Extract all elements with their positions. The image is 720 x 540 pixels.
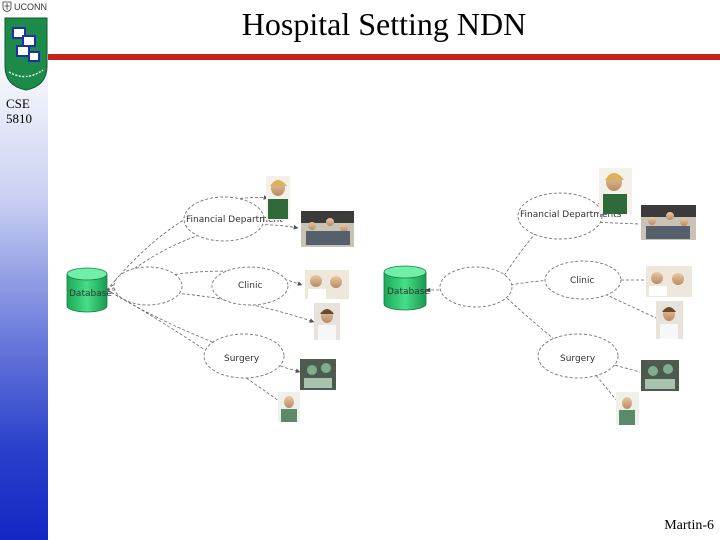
left-clouds (113, 196, 289, 379)
right-database: Database (383, 265, 430, 311)
title-underline (48, 54, 720, 60)
course-code: CSE 5810 (6, 96, 32, 126)
left-diagram: Database Financial Department Clinic Sur… (66, 195, 315, 407)
photo-surgeon-right (616, 392, 639, 425)
photo-finance-meeting-right (641, 205, 696, 240)
left-node-clinic: Clinic (238, 281, 262, 291)
left-database: Database (66, 267, 112, 313)
course-line-1: CSE (6, 96, 30, 111)
photo-financial-worker-left (266, 176, 290, 220)
university-brand: UCONN (2, 1, 47, 12)
course-line-2: 5810 (6, 111, 32, 126)
slide-footer: Martin-6 (664, 518, 714, 533)
right-diagram: Database Financial Departments Clinic Su… (383, 192, 657, 403)
photo-clinic-doctor-right (656, 301, 683, 339)
photo-surgery-room-left (300, 359, 336, 390)
photo-financial-worker-right (599, 168, 632, 214)
photo-clinic-exam-left (305, 270, 349, 299)
photo-clinic-exam-right (646, 266, 692, 297)
photo-clinic-doctor-left (314, 303, 340, 340)
left-database-label: Database (69, 289, 112, 299)
right-node-clinic: Clinic (570, 276, 594, 286)
right-database-label: Database (387, 287, 430, 297)
photo-surgery-room-right (641, 360, 679, 391)
seal-icon (2, 1, 12, 12)
left-node-financial: Financial Department (186, 215, 283, 225)
slide-title: Hospital Setting NDN (241, 6, 527, 42)
department-logo-icon (4, 17, 48, 91)
right-node-financial: Financial Departments (520, 210, 622, 220)
brand-text: UCONN (14, 1, 47, 12)
right-node-surgery: Surgery (560, 354, 596, 364)
right-clouds (439, 192, 622, 379)
left-node-surgery: Surgery (224, 354, 260, 364)
photo-finance-meeting-left (301, 211, 354, 247)
photo-surgeon-left (278, 392, 300, 422)
